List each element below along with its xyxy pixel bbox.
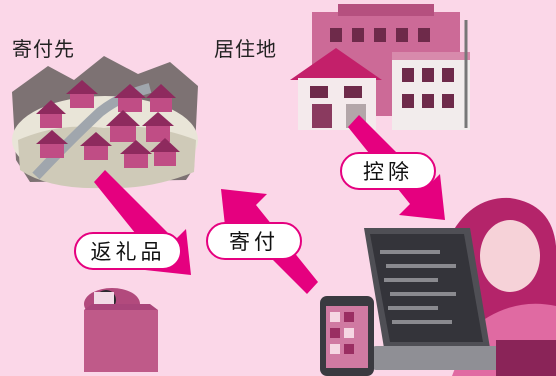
residence-illustration — [290, 4, 470, 130]
donation-destination-label: 寄付先 — [12, 37, 75, 61]
return-gift-pill: 返礼品 — [74, 232, 182, 270]
residence-label: 居住地 — [214, 37, 277, 61]
donation-pill: 寄付 — [206, 222, 302, 260]
deduction-pill: 控除 — [340, 152, 436, 190]
gift-box-illustration — [84, 288, 158, 372]
laptop-user-illustration — [320, 197, 556, 376]
village-illustration — [12, 56, 198, 189]
